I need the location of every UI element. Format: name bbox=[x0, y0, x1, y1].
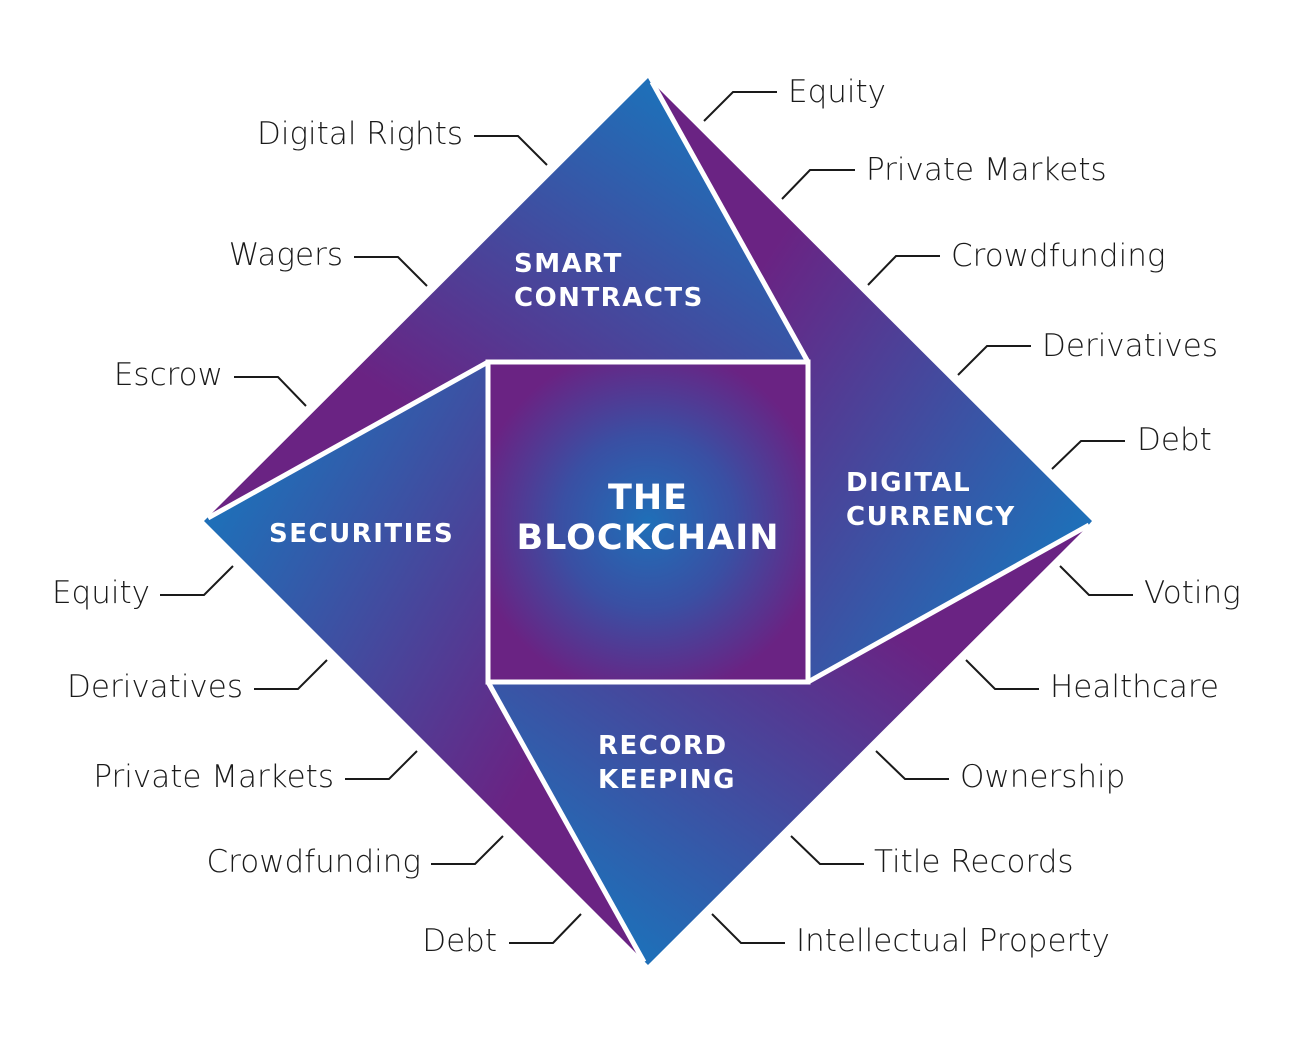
label-right-voting: Voting bbox=[1144, 575, 1241, 611]
center-label-2: BLOCKCHAIN bbox=[516, 518, 779, 558]
digital-currency-label-2: CURRENCY bbox=[846, 502, 1016, 532]
label-right-healthcare: Healthcare bbox=[1050, 669, 1219, 705]
label-right-derivatives: Derivatives bbox=[1042, 328, 1218, 364]
label-right-intellectual-property: Intellectual Property bbox=[796, 923, 1110, 959]
center-label-1: THE bbox=[608, 478, 688, 518]
label-right-crowdfunding: Crowdfunding bbox=[951, 238, 1165, 274]
label-right-equity: Equity bbox=[788, 74, 886, 110]
smart-contracts-label-2: CONTRACTS bbox=[514, 283, 704, 313]
label-right-private-markets: Private Markets bbox=[866, 152, 1107, 188]
label-left-crowdfunding: Crowdfunding bbox=[207, 844, 421, 880]
right-leader-lines bbox=[703, 91, 1133, 944]
label-left-escrow: Escrow bbox=[114, 357, 223, 393]
record-keeping-label-1: RECORD bbox=[598, 731, 728, 761]
securities-label: SECURITIES bbox=[269, 519, 454, 549]
smart-contracts-label-1: SMART bbox=[514, 249, 623, 279]
divider-lines bbox=[206, 80, 1091, 964]
label-left-derivatives: Derivatives bbox=[67, 669, 243, 705]
label-right-ownership: Ownership bbox=[960, 759, 1125, 795]
record-keeping-region bbox=[488, 528, 1086, 965]
label-left-equity: Equity bbox=[52, 575, 150, 611]
label-right-debt: Debt bbox=[1137, 422, 1212, 458]
label-right-title-records: Title Records bbox=[874, 844, 1074, 880]
record-keeping-label-2: KEEPING bbox=[598, 765, 736, 795]
securities-region bbox=[204, 362, 642, 959]
label-left-digital-rights: Digital Rights bbox=[257, 116, 463, 152]
label-left-private-markets: Private Markets bbox=[93, 759, 334, 795]
blockchain-core bbox=[488, 362, 808, 682]
smart-contracts-region bbox=[210, 78, 808, 515]
digital-currency-region bbox=[655, 85, 1092, 682]
digital-currency-label-1: DIGITAL bbox=[846, 468, 971, 498]
label-left-wagers: Wagers bbox=[229, 237, 343, 273]
left-leader-lines bbox=[160, 135, 582, 944]
label-left-debt: Debt bbox=[422, 923, 497, 959]
